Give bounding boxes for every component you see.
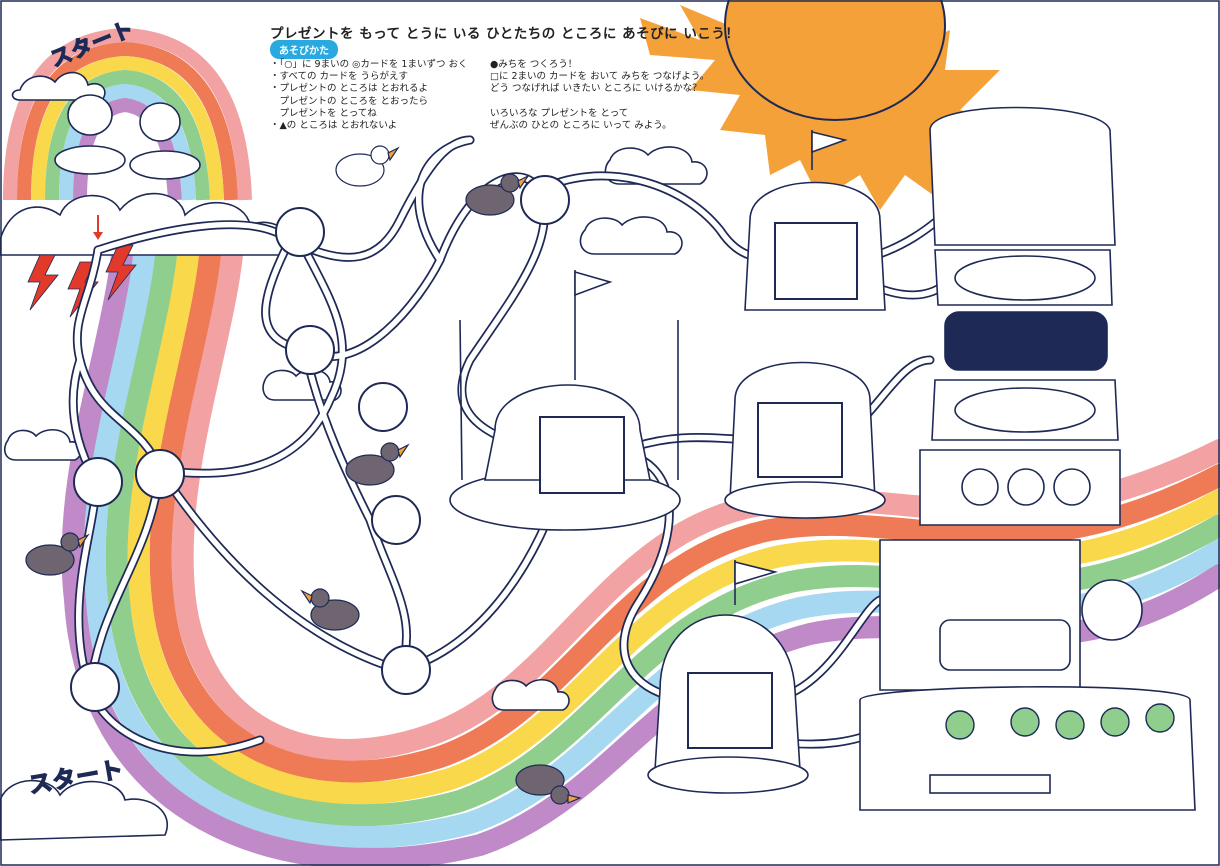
alien: [1055, 710, 1085, 740]
card-circle-5[interactable]: [135, 449, 185, 499]
character-cat: [139, 102, 181, 142]
hover-car: [129, 150, 201, 180]
start-characters: [54, 94, 201, 180]
card-circle-4[interactable]: [73, 457, 123, 507]
bird-icon: [345, 442, 410, 486]
cloud-mid-2: [579, 216, 683, 255]
start-cloud: [0, 192, 291, 256]
card-circle-9[interactable]: [381, 645, 431, 695]
card-square-1[interactable]: [774, 222, 858, 300]
bird-icon: [300, 588, 360, 631]
present-window-2[interactable]: [1007, 468, 1045, 506]
rule-line: いろいろな プレゼントを とって: [490, 107, 629, 119]
lightning-icon: [105, 244, 137, 301]
how-to-play-badge: あそびかた: [270, 40, 338, 59]
hover-car: [54, 145, 126, 175]
lightning-icon: [27, 254, 59, 311]
present-window-1[interactable]: [961, 468, 999, 506]
cloud-upper: [262, 369, 342, 401]
rule-line: ●みちを つくろう！: [490, 59, 578, 70]
page-title: プレゼントを もって とうに いる ひとたちの ところに あそびに いこう！: [270, 26, 740, 42]
bird-icon: [515, 764, 582, 805]
card-circles[interactable]: [70, 175, 570, 712]
bird-icon: [25, 532, 90, 576]
present-window-5[interactable]: [954, 255, 1096, 301]
card-circle-6[interactable]: [358, 382, 408, 432]
birds: [25, 145, 582, 805]
card-circle-7[interactable]: [371, 495, 421, 545]
cloud-bottom-left: [0, 779, 168, 841]
start-arrow: [93, 215, 103, 240]
card-square-4[interactable]: [687, 672, 773, 749]
present-spots[interactable]: [954, 255, 1143, 641]
card-square-3[interactable]: [757, 402, 843, 478]
rule-line: ・プレゼントの ところは とおれるよ: [270, 83, 429, 95]
card-circle-3[interactable]: [285, 325, 335, 375]
rules-left: ・「○」に 9まいの ◎カードを 1まいずつ おく ・すべての カードを うらが…: [270, 59, 468, 132]
night-room: [944, 311, 1108, 371]
start-rainbow: [3, 27, 252, 201]
alien: [1145, 703, 1175, 733]
rule-line: ・すべての カードを うらがえす: [270, 71, 408, 83]
present-window-3[interactable]: [1053, 468, 1091, 506]
rule-line: ・▲の ところは とおれないよ: [270, 120, 398, 132]
rule-line: ぜんぶの ひとの ところに いって みよう。: [490, 119, 672, 131]
alien: [945, 710, 975, 740]
lightning-bolts: [27, 244, 137, 318]
rule-line: □に 2まいの カードを おいて みちを つなげよう。: [490, 71, 710, 83]
card-circle-2[interactable]: [520, 175, 570, 225]
rule-line: [490, 96, 709, 108]
card-squares[interactable]: [539, 222, 858, 749]
sun-body: [724, 0, 946, 121]
present-window-4[interactable]: [954, 387, 1096, 433]
cloud-left-top: [11, 71, 106, 101]
big-tower: [859, 106, 1196, 811]
rule-line: プレゼントを とってね: [270, 107, 377, 119]
rules-right: ●みちを つくろう！ □に 2まいの カードを おいて みちを つなげよう。 ど…: [490, 59, 709, 132]
card-square-2[interactable]: [539, 416, 625, 494]
cloud-mid-low: [491, 679, 570, 711]
alien-crew: [945, 703, 1175, 740]
rule-line: プレゼントの ところを とおったら: [270, 95, 429, 107]
bird-icon: [335, 145, 400, 187]
alien: [1100, 707, 1130, 737]
cloud-left-mid: [3, 429, 82, 461]
rule-line: ・「○」に 9まいの ◎カードを 1まいずつ おく: [270, 59, 468, 70]
character-pig: [67, 94, 113, 136]
card-circle-1[interactable]: [275, 207, 325, 257]
alien: [1010, 707, 1040, 737]
present-window-6[interactable]: [1081, 579, 1143, 641]
clouds: [0, 71, 708, 841]
card-circle-8[interactable]: [70, 662, 120, 712]
bird-icon: [465, 173, 530, 216]
rule-line: どう つなげれば いきたい ところに いけるかな？: [490, 83, 702, 95]
